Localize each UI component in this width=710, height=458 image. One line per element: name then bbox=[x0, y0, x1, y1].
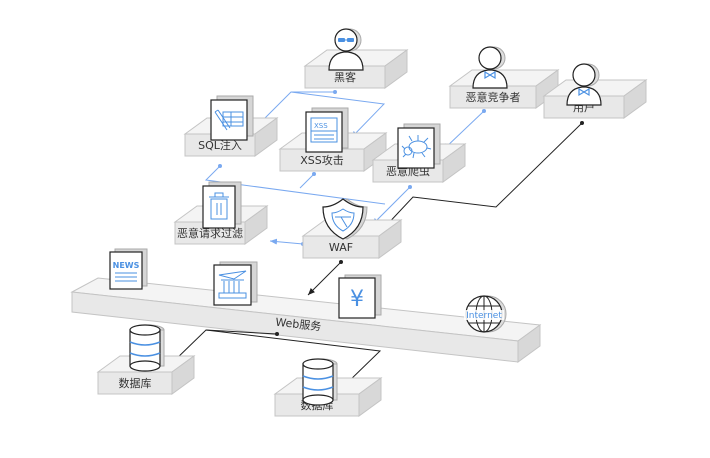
edge-waf-web bbox=[307, 260, 343, 296]
edge-hacker-xss bbox=[290, 91, 386, 139]
bank-icon bbox=[213, 261, 258, 306]
edge-web-db2 bbox=[205, 329, 382, 386]
trash-bin-icon bbox=[202, 181, 242, 229]
yen-icon-text: ¥ bbox=[350, 287, 364, 312]
node-label-database-1: 数据库 bbox=[119, 376, 152, 390]
sql-injection-icon bbox=[210, 95, 254, 141]
connections bbox=[171, 90, 584, 386]
news-icon-text: NEWS bbox=[113, 261, 140, 270]
news-icon: NEWS bbox=[109, 248, 148, 290]
edge-xss-waf bbox=[299, 172, 316, 189]
xss-icon-label: XSS bbox=[314, 122, 328, 130]
node-label-hacker: 黑客 bbox=[334, 70, 356, 84]
node-label-waf: WAF bbox=[329, 241, 353, 254]
xss-window-icon: XSS bbox=[305, 107, 349, 153]
web-service-label: Web服务 bbox=[275, 316, 322, 334]
node-label-request-filter: 恶意请求过滤 bbox=[177, 226, 243, 240]
internet-icon-text: Internet bbox=[466, 311, 502, 321]
database-icon bbox=[129, 324, 165, 372]
yen-icon: ¥ bbox=[338, 274, 382, 319]
edge-user-waf bbox=[382, 121, 584, 230]
edge-waf-filter bbox=[269, 238, 305, 246]
database-icon bbox=[302, 358, 338, 406]
user-person-icon bbox=[566, 63, 602, 106]
edge-sql-waf bbox=[204, 164, 386, 205]
internet-globe-icon: Internet bbox=[464, 295, 507, 333]
shield-icon bbox=[322, 198, 368, 240]
node-label-competitor: 恶意竞争者 bbox=[466, 90, 521, 104]
node-label-sql-injection: SQL注入 bbox=[198, 138, 242, 152]
platform-user: 用户 bbox=[542, 79, 648, 119]
node-label-xss-attack: XSS攻击 bbox=[300, 153, 344, 167]
web-service-platform bbox=[70, 277, 542, 363]
bug-icon bbox=[397, 123, 441, 169]
competitor-person-icon bbox=[472, 46, 508, 89]
hacker-person-icon bbox=[328, 28, 364, 71]
